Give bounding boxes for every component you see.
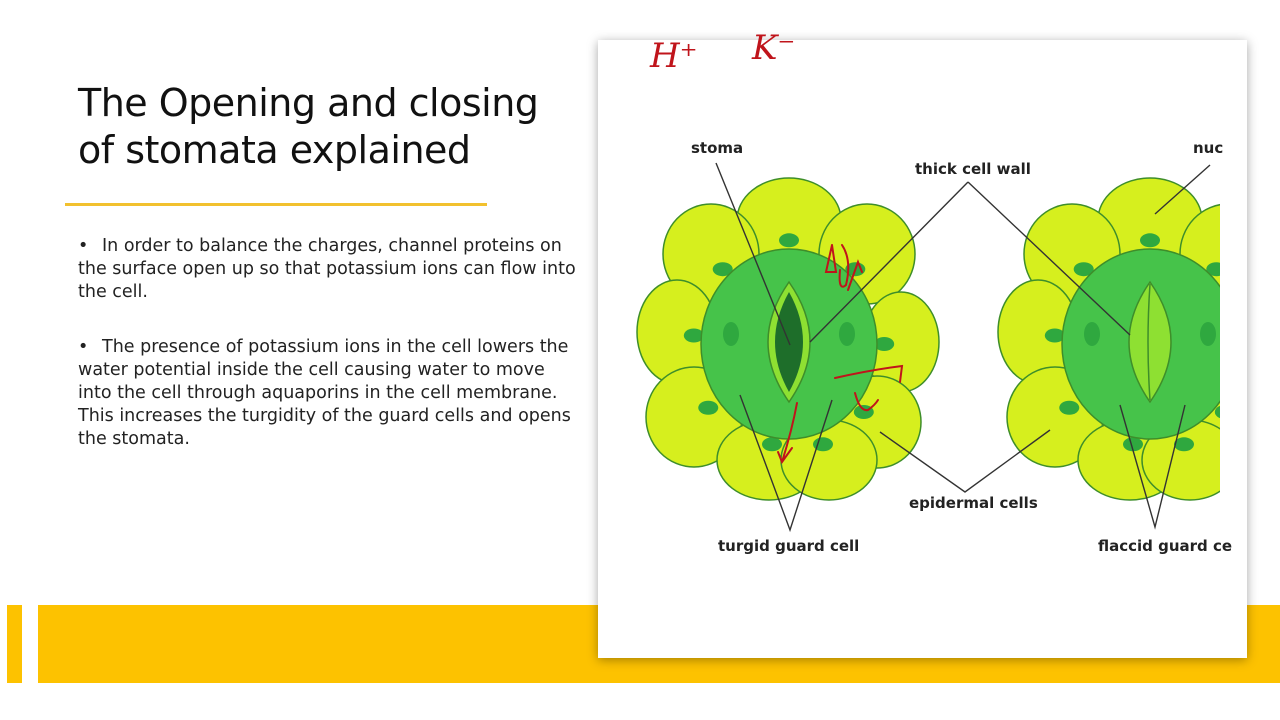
bullet-list: •In order to balance the charges, channe… bbox=[78, 235, 578, 483]
leader-nucleus bbox=[1154, 164, 1211, 215]
nucleus bbox=[1235, 337, 1247, 351]
stoma-rim bbox=[1128, 280, 1172, 404]
nucleus bbox=[1123, 437, 1143, 452]
nucleus bbox=[1059, 400, 1080, 415]
handwritten-annotation bbox=[834, 364, 904, 383]
nucleus bbox=[698, 400, 719, 415]
handwritten-k-minus: K⁻ bbox=[752, 28, 796, 68]
label-flaccid-guard-cell: flaccid guard ce bbox=[1098, 537, 1232, 555]
label-stoma: stoma bbox=[691, 139, 743, 157]
slide-title: The Opening and closing of stomata expla… bbox=[78, 81, 539, 172]
leader-thick-cell-wall bbox=[809, 181, 1131, 343]
nucleus bbox=[1073, 262, 1094, 277]
guard-cell-nucleus bbox=[839, 322, 855, 346]
stomata-diagram-image: stoma thick cell wall nuc epidermal cell… bbox=[598, 40, 1247, 658]
bullet-item: •In order to balance the charges, channe… bbox=[78, 235, 578, 304]
closed-pore bbox=[1147, 283, 1151, 401]
label-turgid-guard-cell: turgid guard cell bbox=[718, 537, 859, 555]
nucleus bbox=[712, 262, 733, 277]
footer-accent-bar-small bbox=[7, 605, 22, 683]
handwritten-h-plus: H⁺ bbox=[650, 36, 698, 76]
nucleus bbox=[1174, 437, 1194, 452]
nucleus bbox=[1044, 328, 1065, 343]
bullet-text: The presence of potassium ions in the ce… bbox=[78, 337, 571, 449]
nucleus bbox=[762, 437, 782, 452]
handwritten-annotation bbox=[824, 244, 863, 291]
nucleus bbox=[874, 337, 895, 351]
epidermal-cell bbox=[1224, 292, 1247, 392]
nucleus bbox=[813, 437, 833, 452]
bullet-item: •The presence of potassium ions in the c… bbox=[78, 336, 578, 451]
nucleus bbox=[779, 233, 799, 248]
leader-epidermal-cells bbox=[879, 429, 1051, 493]
leader-stoma bbox=[715, 162, 791, 346]
leader-turgid-guard-cell bbox=[739, 394, 833, 533]
stomata-diagram: stoma thick cell wall nuc epidermal cell… bbox=[636, 139, 1247, 555]
leader-flaccid-guard-cell bbox=[1119, 404, 1186, 530]
label-thick-cell-wall: thick cell wall bbox=[915, 160, 1031, 178]
guard-cell-nucleus bbox=[1200, 322, 1216, 346]
handwritten-annotation bbox=[854, 392, 879, 412]
bullet-text: In order to balance the charges, channel… bbox=[78, 236, 576, 302]
title-underline bbox=[65, 203, 487, 206]
bullet-icon: • bbox=[78, 236, 89, 256]
nucleus bbox=[1206, 262, 1220, 277]
label-epidermal-cells: epidermal cells bbox=[909, 494, 1038, 512]
nucleus bbox=[1214, 405, 1220, 419]
label-nucleus: nuc bbox=[1193, 139, 1223, 157]
guard-cell-nucleus bbox=[723, 322, 739, 346]
guard-cell-nucleus bbox=[1084, 322, 1100, 346]
nucleus bbox=[683, 328, 704, 343]
bullet-icon: • bbox=[78, 337, 89, 357]
handwritten-annotation bbox=[777, 402, 798, 465]
nucleus bbox=[1140, 233, 1160, 248]
